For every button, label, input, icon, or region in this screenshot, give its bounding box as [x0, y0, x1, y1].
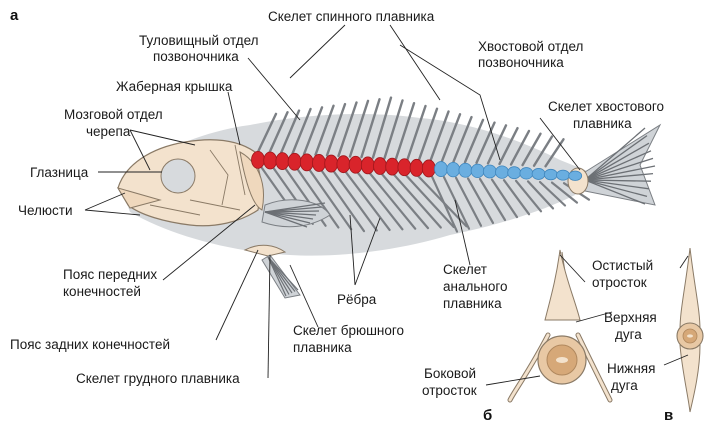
label-tail-fin-2: плавника — [573, 116, 632, 131]
label-pelvic-fin-1: Скелет брюшного — [293, 323, 404, 338]
trunk-vertebra — [374, 158, 387, 175]
label-upper-arch-2: дуга — [615, 327, 642, 342]
label-lateral-2: отросток — [422, 383, 477, 398]
trunk-vertebra — [300, 154, 313, 171]
label-jaws: Челюсти — [18, 203, 73, 218]
caudal-vertebra — [508, 167, 521, 179]
label-spinous-2: отросток — [592, 275, 647, 290]
caudal-vertebra — [520, 168, 533, 180]
label-trunk-spine-1: Туловищный отдел — [139, 33, 259, 48]
trunk-vertebra — [264, 152, 277, 169]
label-lateral-1: Боковой — [424, 366, 476, 381]
label-pelvic-fin-2: плавника — [293, 340, 352, 355]
trunk-vertebra — [313, 154, 326, 171]
trunk-vertebra — [410, 159, 423, 176]
label-hind-girdle: Пояс задних конечностей — [10, 337, 170, 352]
caudal-vertebra — [544, 169, 557, 180]
label-braincase-1: Мозговой отдел — [64, 107, 163, 122]
label-anal-fin-1: Скелет — [443, 262, 487, 277]
label-upper-arch-1: Верхняя — [604, 310, 657, 325]
caudal-vertebra — [569, 171, 582, 181]
caudal-vertebra — [435, 162, 448, 177]
caudal-vertebra — [447, 162, 460, 177]
trunk-vertebra — [361, 157, 374, 174]
panel-label-b: б — [483, 407, 492, 424]
label-dorsal-fin: Скелет спинного плавника — [268, 9, 435, 24]
label-tail-fin-1: Скелет хвостового — [548, 99, 664, 114]
trunk-vertebra — [325, 155, 338, 172]
skull — [118, 140, 263, 226]
trunk-vertebra — [288, 153, 301, 170]
trunk-vertebra — [252, 151, 265, 168]
panel-label-c: в — [664, 407, 673, 424]
tail-fin-skeleton — [568, 125, 660, 205]
label-pectoral-fin: Скелет грудного плавника — [76, 371, 240, 386]
label-spinous-1: Остистый — [592, 258, 653, 273]
caudal-vertebra — [483, 165, 496, 178]
trunk-vertebra — [422, 160, 435, 177]
caudal-vertebra — [532, 168, 545, 179]
label-lower-arch-2: дуга — [611, 378, 638, 393]
label-orbit: Глазница — [30, 165, 89, 180]
trunk-vertebra — [386, 158, 399, 175]
label-trunk-spine-2: позвоночника — [153, 49, 239, 64]
label-anal-fin-2: анального — [443, 279, 507, 294]
label-front-girdle-1: Пояс передних — [63, 267, 157, 282]
label-caudal-spine-1: Хвостовой отдел — [478, 39, 583, 54]
label-caudal-spine-2: позвоночника — [478, 55, 564, 70]
trunk-vertebra — [337, 156, 350, 173]
trunk-vertebra — [349, 156, 362, 173]
caudal-vertebra — [496, 166, 509, 179]
label-front-girdle-2: конечностей — [63, 284, 141, 299]
caudal-vertebra — [471, 164, 484, 178]
label-gill-cover: Жаберная крышка — [116, 79, 233, 94]
vertebra-caudal-view — [677, 248, 703, 412]
label-ribs: Рёбра — [337, 292, 377, 307]
label-anal-fin-3: плавника — [443, 296, 502, 311]
caudal-vertebra — [459, 163, 472, 177]
label-lower-arch-1: Нижняя — [607, 361, 655, 376]
panel-label-a: а — [10, 7, 19, 24]
caudal-vertebra — [557, 170, 570, 180]
orbit-shape — [161, 159, 195, 193]
trunk-vertebra — [276, 153, 289, 170]
label-braincase-2: черепа — [86, 124, 131, 139]
trunk-vertebra — [398, 159, 411, 176]
